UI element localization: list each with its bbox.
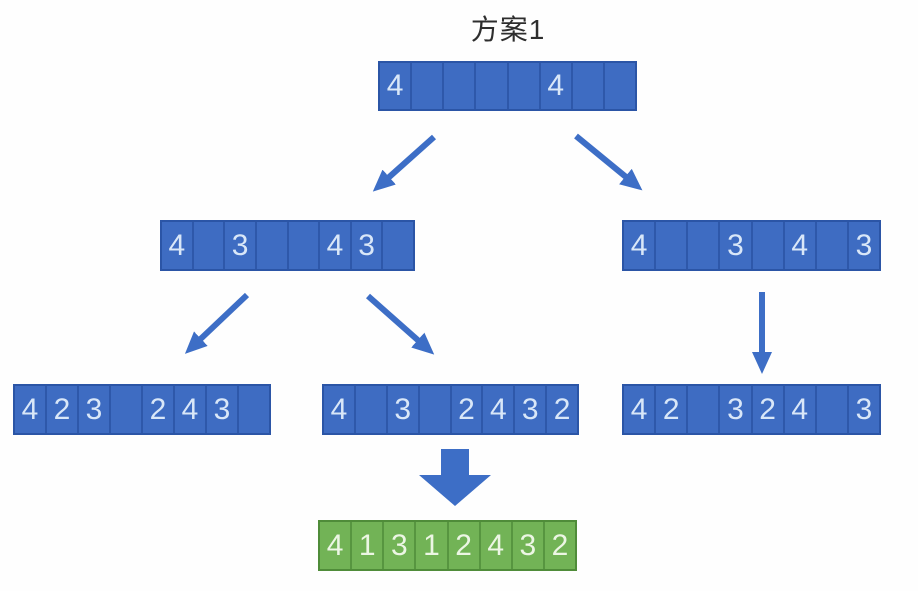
array-cell [605,63,635,109]
array-cell: 2 [551,528,569,562]
array-cell: 3 [720,222,753,269]
array-cell: 1 [416,522,449,569]
array-cell: 3 [855,228,873,262]
array-root: 4 4 [378,61,637,111]
array-cell: 1 [352,522,385,569]
array-cell: 4 [320,522,353,569]
array-cell [656,222,689,269]
array-cell: 3 [513,522,545,569]
array-level3-left: 4 2 3 2 4 3 [13,384,271,435]
array-cell [111,386,143,433]
array-cell: 4 [785,386,817,433]
array-cell: 3 [384,522,417,569]
array-cell [753,222,785,269]
array-cell [817,222,849,269]
array-cell: 2 [143,386,175,433]
array-cell: 4 [162,222,194,269]
array-cell: 4 [624,222,657,269]
array-cell: 4 [175,386,207,433]
array-cell: 2 [553,392,571,426]
array-cell: 2 [449,522,481,569]
array-cell [356,386,388,433]
array-cell: 2 [452,386,484,433]
arrow-root-to-left-icon [372,134,436,192]
array-cell: 4 [320,222,352,269]
array-cell [688,222,721,269]
array-cell [688,386,721,433]
block-down-arrow-icon [419,449,491,506]
array-cell [444,63,477,109]
array-cell: 4 [481,522,513,569]
array-cell [194,222,226,269]
array-cell: 4 [15,386,47,433]
array-cell: 4 [624,386,657,433]
array-cell: 3 [225,222,257,269]
array-level2-left: 4 3 4 3 [160,220,415,271]
array-cell: 3 [207,386,239,433]
array-cell [239,386,269,433]
array-cell [476,63,509,109]
array-cell: 4 [541,63,573,109]
array-level3-middle: 4 3 2 4 3 2 [322,384,579,435]
array-cell: 2 [753,386,785,433]
arrow-left-to-l3middle-icon [366,293,435,355]
array-cell: 3 [352,222,384,269]
array-cell: 4 [785,222,817,269]
array-cell [412,63,445,109]
array-cell: 3 [855,392,873,426]
arrow-left-to-l3left-icon [184,292,250,354]
array-cell [420,386,452,433]
arrow-root-to-right-icon [574,133,643,191]
array-cell: 4 [324,386,356,433]
array-cell: 2 [47,386,79,433]
array-cell [257,222,289,269]
array-level3-right: 4 2 3 2 4 3 [622,384,881,435]
array-level2-right: 4 3 4 3 [622,220,881,271]
array-cell: 3 [388,386,420,433]
array-cell: 3 [79,386,111,433]
array-cell: 4 [483,386,516,433]
array-cell [573,63,605,109]
array-cell: 3 [720,386,753,433]
array-cell: 4 [380,63,413,109]
array-result: 4 1 3 1 2 4 3 2 [318,520,577,571]
array-cell [383,222,413,269]
array-cell [817,386,849,433]
array-cell [289,222,321,269]
diagram-title: 方案1 [470,14,546,45]
array-cell: 3 [515,386,548,433]
array-cell [509,63,541,109]
array-cell: 2 [656,386,689,433]
